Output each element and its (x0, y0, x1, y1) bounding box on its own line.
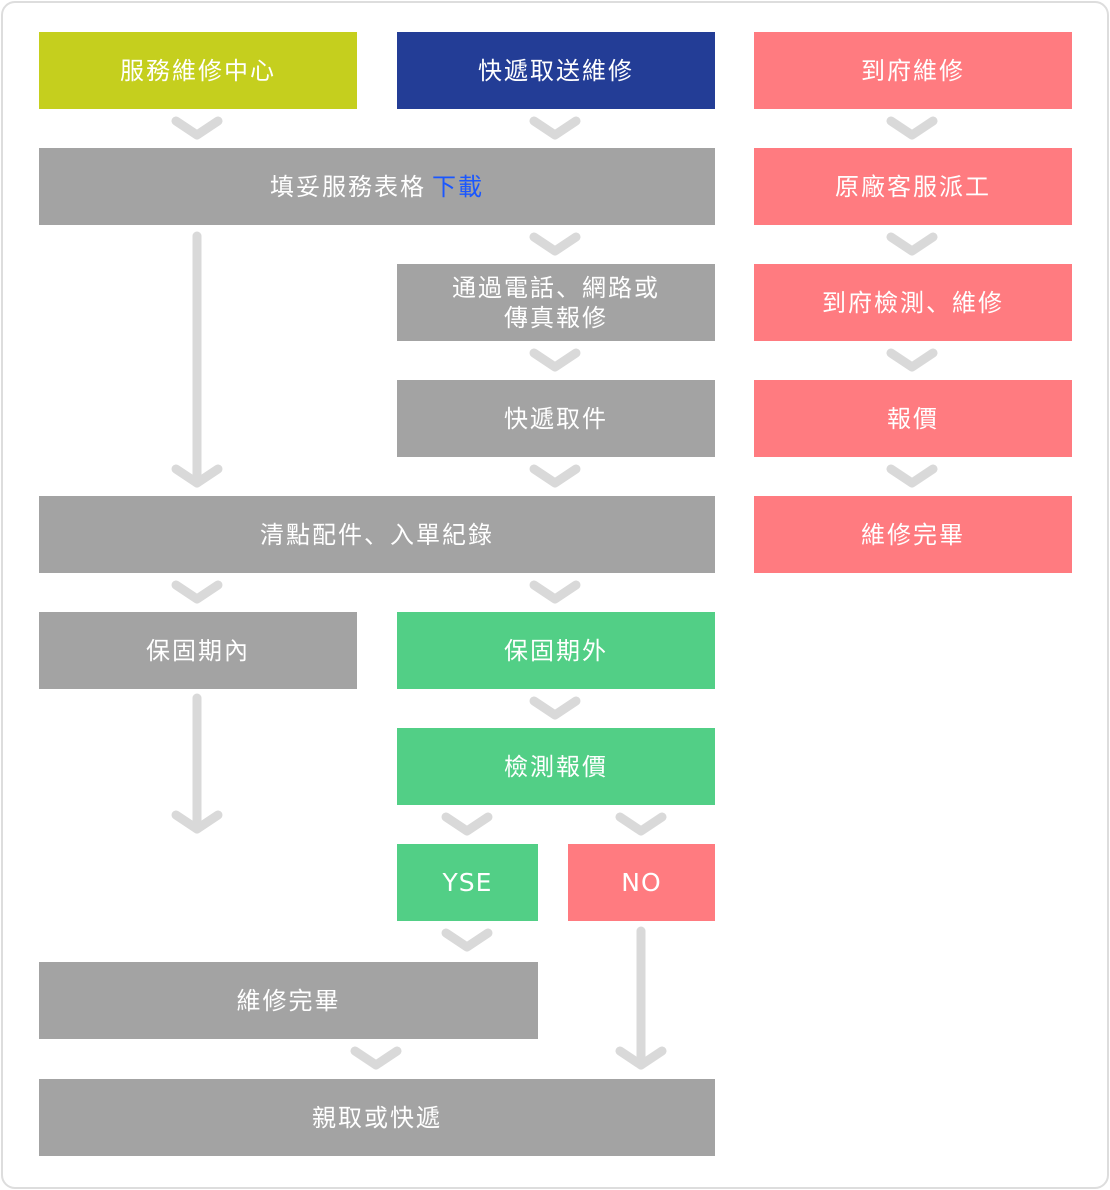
onsite-dispatch-label: 原廠客服派工 (835, 172, 991, 201)
step-in-warranty: 保固期內 (39, 612, 357, 689)
step-out-warranty: 保固期外 (397, 612, 715, 689)
step-report-line2: 傳真報修 (504, 303, 608, 332)
arrow-chevron (529, 348, 581, 372)
decision-no-label: NO (621, 867, 662, 897)
arrow-chevron (886, 116, 938, 140)
onsite-done-label: 維修完畢 (861, 520, 965, 549)
arrow-chevron (615, 812, 667, 836)
arrow-chevron (529, 116, 581, 140)
onsite-dispatch: 原廠客服派工 (754, 148, 1072, 225)
arrow-long-head (615, 1046, 667, 1070)
decision-no: NO (568, 844, 715, 921)
onsite-done: 維修完畢 (754, 496, 1072, 573)
step-report-line1: 通過電話、網路或 (452, 273, 660, 302)
arrow-chevron (529, 464, 581, 488)
arrow-long-head (171, 810, 223, 834)
arrow-chevron (171, 116, 223, 140)
step-return-label: 親取或快遞 (312, 1103, 442, 1132)
header-express: 快遞取送維修 (397, 32, 715, 109)
header-service-center-label: 服務維修中心 (120, 56, 276, 85)
onsite-quote-label: 報價 (887, 404, 939, 433)
step-out-warranty-label: 保固期外 (504, 636, 608, 665)
step-pickup-label: 快遞取件 (504, 404, 608, 433)
arrow-chevron (171, 580, 223, 604)
onsite-repair: 到府檢測、維修 (754, 264, 1072, 341)
step-repair-done: 維修完畢 (39, 962, 538, 1039)
step-fill-form-label: 填妥服務表格 (270, 172, 426, 201)
arrow-chevron (529, 580, 581, 604)
arrow-chevron (529, 696, 581, 720)
arrow-chevron (886, 348, 938, 372)
download-link[interactable]: 下載 (432, 172, 484, 201)
arrow-chevron (529, 232, 581, 256)
step-pickup: 快遞取件 (397, 380, 715, 457)
decision-yes-label: YSE (442, 867, 493, 897)
header-express-label: 快遞取送維修 (478, 56, 634, 85)
step-report: 通過電話、網路或 傳真報修 (397, 264, 715, 341)
step-inventory-label: 清點配件、入單紀錄 (260, 520, 494, 549)
arrow-chevron (350, 1046, 402, 1070)
arrow-chevron (441, 812, 493, 836)
step-inspect-quote-label: 檢測報價 (504, 752, 608, 781)
arrow-chevron (441, 928, 493, 952)
onsite-repair-label: 到府檢測、維修 (822, 288, 1004, 317)
step-repair-done-label: 維修完畢 (236, 986, 341, 1015)
arrow-chevron (886, 464, 938, 488)
header-onsite-label: 到府維修 (861, 56, 965, 85)
step-fill-form: 填妥服務表格 下載 (39, 148, 715, 225)
step-in-warranty-label: 保固期內 (146, 636, 250, 665)
onsite-quote: 報價 (754, 380, 1072, 457)
step-inventory: 清點配件、入單紀錄 (39, 496, 715, 573)
decision-yes: YSE (397, 844, 538, 921)
arrow-long-head (171, 464, 223, 488)
arrow-chevron (886, 232, 938, 256)
step-return: 親取或快遞 (39, 1079, 715, 1156)
header-service-center: 服務維修中心 (39, 32, 357, 109)
step-inspect-quote: 檢測報價 (397, 728, 715, 805)
header-onsite: 到府維修 (754, 32, 1072, 109)
